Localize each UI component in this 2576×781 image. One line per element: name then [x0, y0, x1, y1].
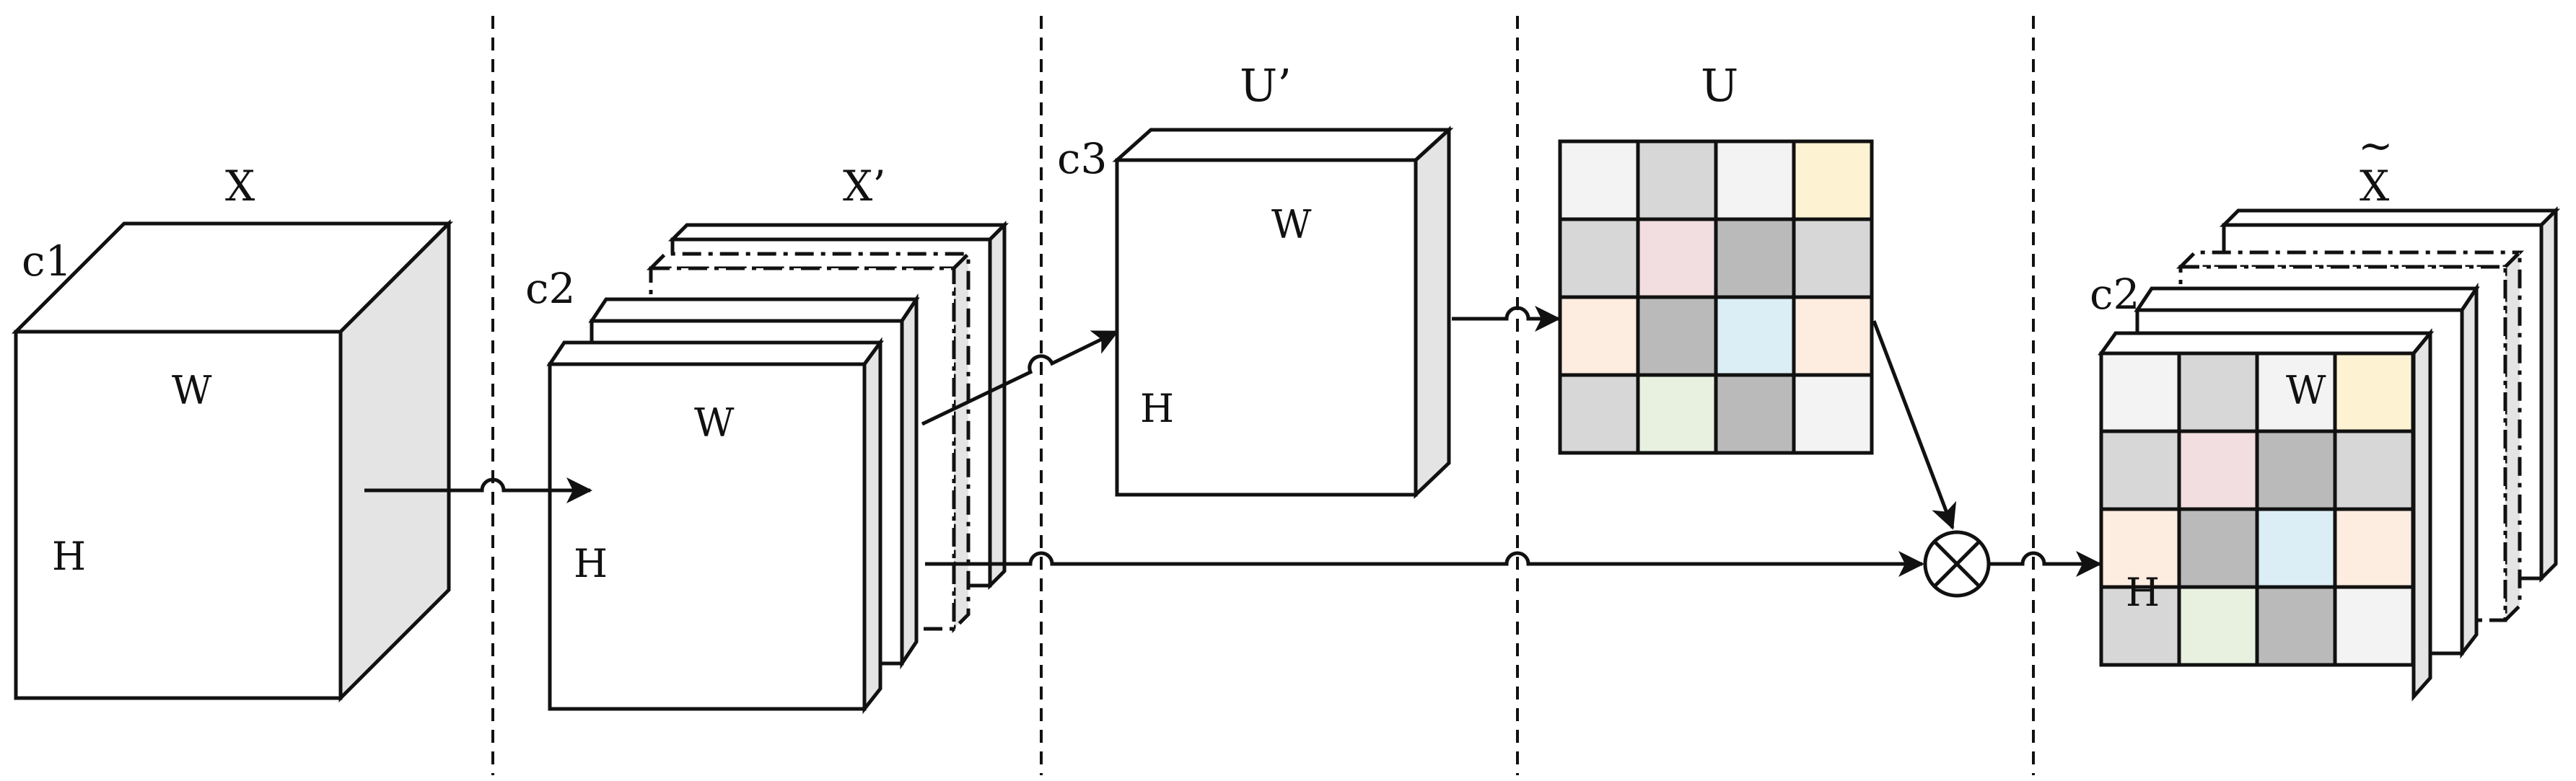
grid-out-cell-2-1: [2177, 507, 2259, 589]
arrow-skip-to-multiply: [925, 551, 1924, 577]
arrow-multiply-to-output: [1990, 551, 2102, 577]
grid-u-cell-1-0: [1558, 217, 1640, 299]
arrow-u-to-multiply: [1872, 320, 1957, 530]
label-u: U: [1701, 59, 1738, 112]
multiply-operator: [1923, 530, 1991, 598]
stack-x-prime: [546, 220, 1009, 715]
grid-out-cell-3-1: [2177, 585, 2259, 667]
grid-u-cell-1-3: [1792, 217, 1874, 299]
grid-u-cell-2-3: [1792, 295, 1874, 377]
label-w-uprime: W: [1271, 202, 1312, 247]
out-sheet-front-top: [2098, 331, 2435, 356]
cube-uprime-side: [1414, 125, 1451, 499]
output-grid: [2099, 351, 2415, 667]
arrow-xprime-to-uprime: [921, 330, 1119, 426]
grid-u-cell-2-1: [1636, 295, 1718, 377]
out-sheet-back-side: [2539, 206, 2558, 583]
label-c1: c1: [22, 237, 71, 286]
grid-out-cell-3-3: [2333, 585, 2415, 667]
stage-separators: [491, 16, 2035, 775]
sheet-back-side: [988, 220, 1007, 591]
grid-u-cell-1-1: [1636, 217, 1718, 299]
grid-u-cell-3-2: [1714, 373, 1796, 455]
grid-u-cell-3-1: [1636, 373, 1718, 455]
grid-out-cell-3-2: [2255, 585, 2337, 667]
out-sheet-mid-side: [2460, 282, 2479, 659]
label-h-x: H: [52, 534, 86, 579]
label-h-xprime: H: [574, 541, 608, 586]
arrow-uprime-to-u: [1452, 306, 1561, 332]
grid-u-cell-0-3: [1792, 139, 1874, 221]
cube-u-prime: [1112, 125, 1454, 499]
grid-out-cell-2-3: [2333, 507, 2415, 589]
sheet-back-top: [667, 223, 1009, 242]
grid-out-cell-0-0: [2099, 351, 2181, 433]
grid-out-cell-1-3: [2333, 429, 2415, 511]
grid-u-cell-3-3: [1792, 373, 1874, 455]
grid-out-cell-1-2: [2255, 429, 2337, 511]
grid-u-cell-0-1: [1636, 139, 1718, 221]
label-w-x: W: [172, 368, 212, 413]
attention-grid-u: [1558, 139, 1874, 455]
grid-u-cell-3-0: [1558, 373, 1640, 455]
grid-out-cell-1-0: [2099, 429, 2181, 511]
cube-x-front-face: [14, 330, 343, 700]
grid-out-cell-3-0: [2099, 585, 2181, 667]
out-sheet-front-side: [2411, 328, 2432, 702]
grid-out-cell-1-1: [2177, 429, 2259, 511]
grid-u-cell-0-2: [1714, 139, 1796, 221]
cube-uprime-front: [1115, 158, 1418, 497]
label-h-uprime: H: [1140, 386, 1174, 431]
arrow-x-to-xprime: [364, 477, 592, 503]
label-w-xprime: W: [694, 400, 735, 446]
grid-u-cell-0-0: [1558, 139, 1640, 221]
label-tilde: ~: [2358, 121, 2393, 170]
sheet-front-top: [546, 340, 884, 366]
label-x-tilde: X: [2360, 162, 2390, 211]
sheet-mid-top: [588, 297, 920, 323]
grid-out-cell-0-3: [2333, 351, 2415, 433]
label-h-out: H: [2126, 570, 2160, 615]
out-sheet-back-top: [2219, 208, 2561, 227]
grid-out-cell-2-2: [2255, 507, 2337, 589]
out-sheet-mid-top: [2134, 286, 2480, 312]
label-c3: c3: [1057, 134, 1107, 183]
grid-u-cell-1-2: [1714, 217, 1796, 299]
label-c2-out: c2: [2090, 270, 2139, 319]
label-x-prime: X’: [843, 162, 886, 211]
label-w-out: W: [2286, 368, 2326, 413]
sheet-mid-side: [900, 293, 919, 670]
grid-u-cell-2-0: [1558, 295, 1640, 377]
label-c2: c2: [525, 264, 575, 313]
sheet-front: [548, 362, 867, 711]
grid-u-cell-2-2: [1714, 295, 1796, 377]
sheet-front-side: [862, 337, 882, 715]
label-u-prime: U’: [1240, 59, 1292, 112]
cube-uprime-top: [1112, 128, 1454, 162]
grid-out-cell-0-1: [2177, 351, 2259, 433]
label-x: X: [225, 162, 255, 211]
connectors: [364, 306, 2102, 577]
input-cube-x: [11, 219, 454, 703]
